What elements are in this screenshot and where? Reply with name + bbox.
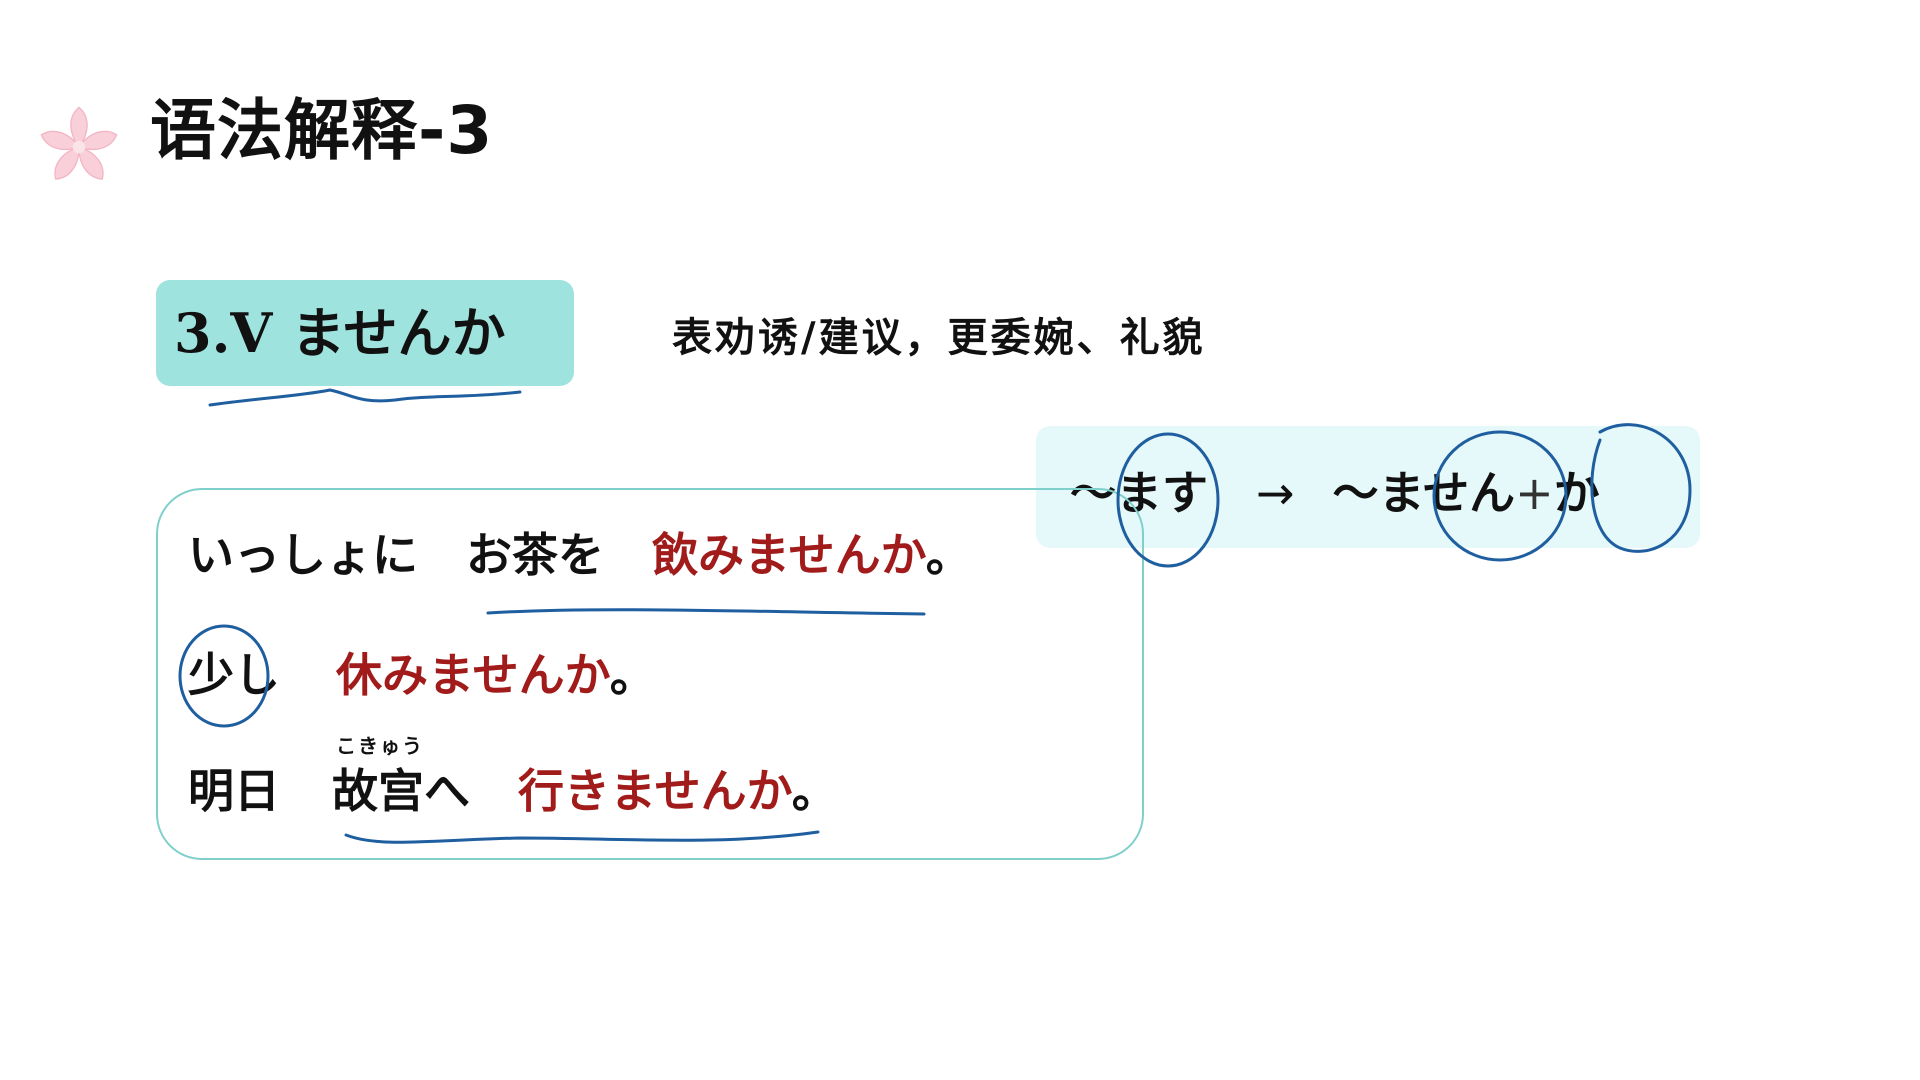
sakura-flower-icon xyxy=(40,106,118,180)
conjugation-rule: ～ます→～ません+か xyxy=(1070,468,1600,519)
example-2-period: 。 xyxy=(609,648,656,702)
furigana-kokyuu: こきゅう xyxy=(336,734,424,758)
pattern-underline xyxy=(208,388,522,407)
example-1-period: 。 xyxy=(925,528,972,582)
example-3-period: 。 xyxy=(791,764,838,818)
example-sentences-box xyxy=(156,488,1144,860)
example-2-phrase-1: 少し xyxy=(188,648,280,702)
page-title: 语法解释-3 xyxy=(150,92,494,169)
grammar-meaning: 表劝诱/建议，更委婉、礼貌 xyxy=(672,314,1206,361)
example-sentence-3: 明日故宫へ行きませんか。 xyxy=(188,766,838,817)
arrow-icon: → xyxy=(1256,466,1295,520)
example-2-verb: 休みませんか xyxy=(336,648,610,702)
example-sentence-2: 少し 休みませんか。 xyxy=(188,650,656,701)
rule-to: ～ません xyxy=(1332,466,1516,520)
rule-suffix: か xyxy=(1553,466,1600,520)
plus-icon: + xyxy=(1515,466,1554,520)
pattern-highlight-box xyxy=(156,280,574,386)
example-1-phrase-2: お茶を xyxy=(466,528,604,582)
example-3-phrase-2: 故宫へ xyxy=(332,764,470,818)
example-sentence-1: いっしょにお茶を飲みませんか。 xyxy=(188,530,972,581)
grammar-pattern-label: 3.V ませんか xyxy=(174,301,506,365)
example-3-verb: 行きませんか xyxy=(518,764,792,818)
example-1-verb: 飲みませんか xyxy=(652,528,926,582)
example-1-phrase-1: いっしょに xyxy=(188,528,418,582)
example-3-phrase-1: 明日 xyxy=(188,764,280,818)
